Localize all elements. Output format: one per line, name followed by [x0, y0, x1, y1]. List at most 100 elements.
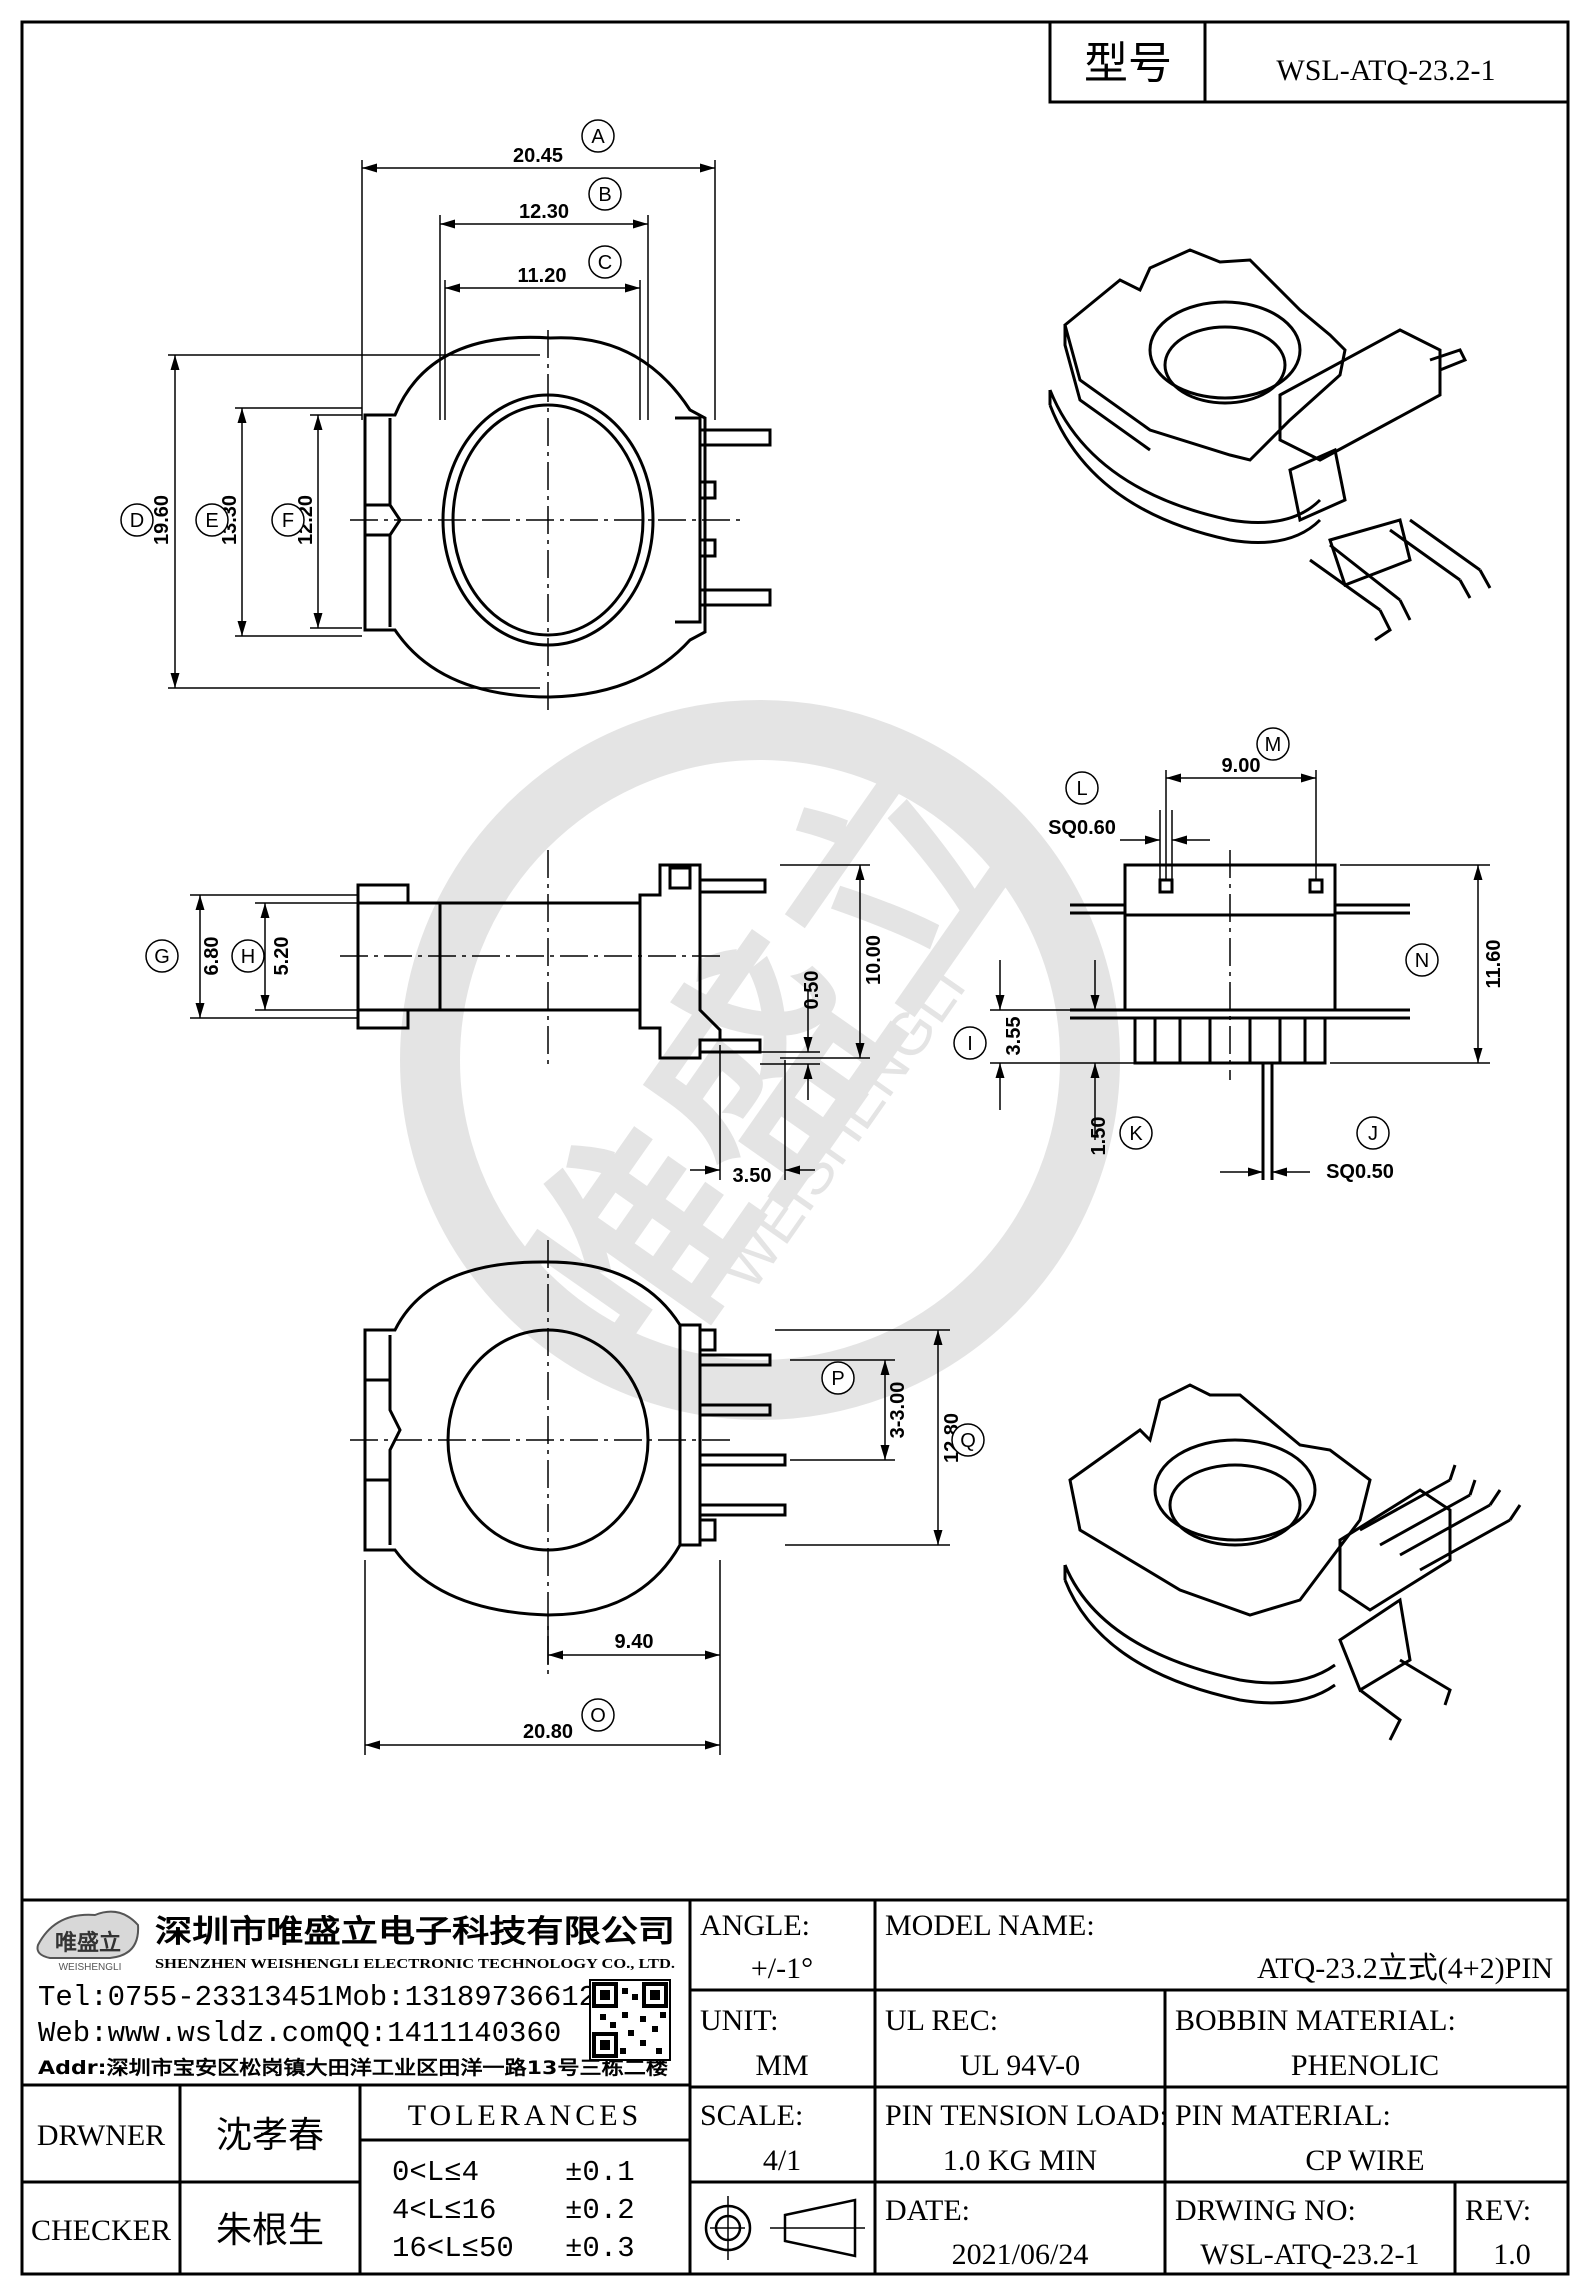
bobbin-material-value: PHENOLIC	[1291, 2049, 1439, 2082]
unit-label: UNIT:	[700, 2004, 779, 2037]
scale-label: SCALE:	[700, 2099, 803, 2132]
logo-text: 唯盛立	[55, 1930, 121, 1956]
date-value: 2021/06/24	[952, 2238, 1089, 2271]
qr-code	[589, 1979, 671, 2061]
company-name-en: SHENZHEN WEISHENGLI ELECTRONIC TECHNOLOG…	[155, 1957, 675, 1972]
svg-text:A: A	[591, 126, 605, 148]
dim-n-value: 11.60	[1483, 940, 1505, 989]
rev-label: REV:	[1465, 2194, 1531, 2227]
callout-g: G	[145, 939, 179, 973]
callout-j: J	[1356, 1116, 1390, 1150]
model-name-value: ATQ-23.2立式(4+2)PIN	[1257, 1952, 1553, 1985]
tolerances-label: TOLERANCES	[408, 2099, 642, 2132]
callout-a: A	[581, 119, 615, 153]
svg-text:C: C	[598, 252, 612, 274]
dim-g-value: 6.80	[201, 937, 223, 976]
dim-m-value: 9.00	[1222, 755, 1261, 777]
svg-text:D: D	[130, 510, 144, 532]
dim-l-value: SQ0.60	[1048, 817, 1116, 839]
tolerance-range-1: 0<L≤4	[392, 2156, 479, 2189]
pin-material-value: CP WIRE	[1305, 2144, 1424, 2177]
svg-text:G: G	[154, 946, 170, 968]
drawer-label: DRWNER	[37, 2119, 165, 2152]
tolerance-range-2: 4<L≤16	[392, 2194, 496, 2227]
side-view-centerlines	[340, 850, 720, 1065]
angle-label: ANGLE:	[700, 1909, 810, 1942]
company-logo: 唯盛立 WEISHENGLI	[36, 1910, 140, 1973]
dim-f-value: 12.20	[295, 495, 317, 545]
company-address: Addr:深圳市宝安区松岗镇大田洋工业区田洋一路13号三栋二楼	[38, 2056, 668, 2079]
drawing-no-value: WSL-ATQ-23.2-1	[1200, 2238, 1419, 2271]
isometric-view-bottom	[1063, 1383, 1522, 1741]
watermark: 唯盛立 WEISHENGLI	[400, 700, 1120, 1426]
callout-m: M	[1256, 727, 1290, 761]
callout-i: I	[953, 1026, 987, 1060]
rev-value: 1.0	[1493, 2238, 1531, 2271]
svg-text:I: I	[967, 1033, 973, 1055]
svg-text:H: H	[241, 946, 255, 968]
dim-050-value: 0.50	[801, 971, 823, 1010]
dim-c-value: 11.20	[518, 265, 567, 287]
company-tel: Tel:0755-23313451	[38, 1981, 334, 2014]
tolerance-value-1: ±0.1	[565, 2156, 635, 2189]
bottom-view-centerlines	[350, 1240, 730, 1680]
dim-1000-value: 10.00	[863, 935, 885, 985]
checker-value: 朱根生	[216, 2210, 324, 2251]
svg-text:E: E	[205, 510, 218, 532]
model-name-label: MODEL NAME:	[885, 1909, 1095, 1942]
dim-b-value: 12.30	[519, 201, 569, 223]
top-view	[363, 335, 772, 699]
company-mob: Mob:13189736612	[335, 1981, 596, 2014]
title-block	[22, 1898, 1568, 2274]
svg-text:N: N	[1415, 950, 1429, 972]
bobbin-material-label: BOBBIN MATERIAL:	[1175, 2004, 1456, 2037]
company-web: Web:www.wsldz.com	[38, 2017, 334, 2050]
unit-value: MM	[755, 2049, 808, 2082]
dim-d-value: 19.60	[151, 495, 173, 545]
dim-h-value: 5.20	[271, 937, 293, 976]
tolerance-value-3: ±0.3	[565, 2232, 635, 2265]
dim-j-value: SQ0.50	[1326, 1161, 1394, 1183]
tolerance-range-3: 16<L≤50	[392, 2232, 514, 2265]
model-header: 型号 WSL-ATQ-23.2-1	[1048, 20, 1570, 104]
front-view-dimensions	[990, 770, 1490, 1177]
dim-o-value: 20.80	[523, 1721, 573, 1743]
company-name-cn: 深圳市唯盛立电子科技有限公司	[155, 1914, 675, 1950]
svg-text:Q: Q	[960, 1430, 976, 1452]
callout-b: B	[588, 177, 622, 211]
checker-label: CHECKER	[31, 2214, 171, 2247]
scale-value: 4/1	[763, 2144, 801, 2177]
projection-symbol-icon	[704, 2196, 865, 2260]
svg-text:J: J	[1368, 1123, 1378, 1145]
dim-k-value: 1.50	[1088, 1117, 1110, 1156]
pin-tension-label: PIN TENSION LOAD:	[885, 2099, 1168, 2132]
side-view-dimensions	[190, 864, 870, 1180]
ul-rec-value: UL 94V-0	[960, 2049, 1080, 2082]
svg-text:K: K	[1129, 1123, 1143, 1145]
callout-n: N	[1405, 943, 1439, 977]
dim-p-value: 3-3.00	[887, 1382, 909, 1439]
callout-o: O	[581, 1698, 615, 1732]
drawing-no-label: DRWING NO:	[1175, 2194, 1356, 2227]
svg-text:F: F	[282, 510, 294, 532]
dim-i-value: 3.55	[1003, 1017, 1025, 1056]
ul-rec-label: UL REC:	[885, 2004, 998, 2037]
isometric-view-top	[1048, 248, 1492, 642]
side-view	[356, 863, 767, 1060]
angle-value: +/-1°	[751, 1952, 813, 1985]
sheet-border	[20, 20, 1570, 2276]
dim-940-value: 9.40	[615, 1631, 654, 1653]
callout-e: E	[195, 503, 229, 537]
callout-q: Q	[951, 1423, 985, 1457]
callout-k: K	[1119, 1116, 1153, 1150]
model-header-label: 型号	[1084, 38, 1172, 89]
bottom-view-dimensions	[364, 1329, 950, 1755]
date-label: DATE:	[885, 2194, 970, 2227]
callout-l: L	[1065, 771, 1099, 805]
dim-e-value: 13.30	[219, 495, 241, 545]
callout-c: C	[588, 245, 622, 279]
tolerance-value-2: ±0.2	[565, 2194, 635, 2227]
company-qq: QQ:1411140360	[335, 2017, 561, 2050]
callout-d: D	[120, 503, 154, 537]
